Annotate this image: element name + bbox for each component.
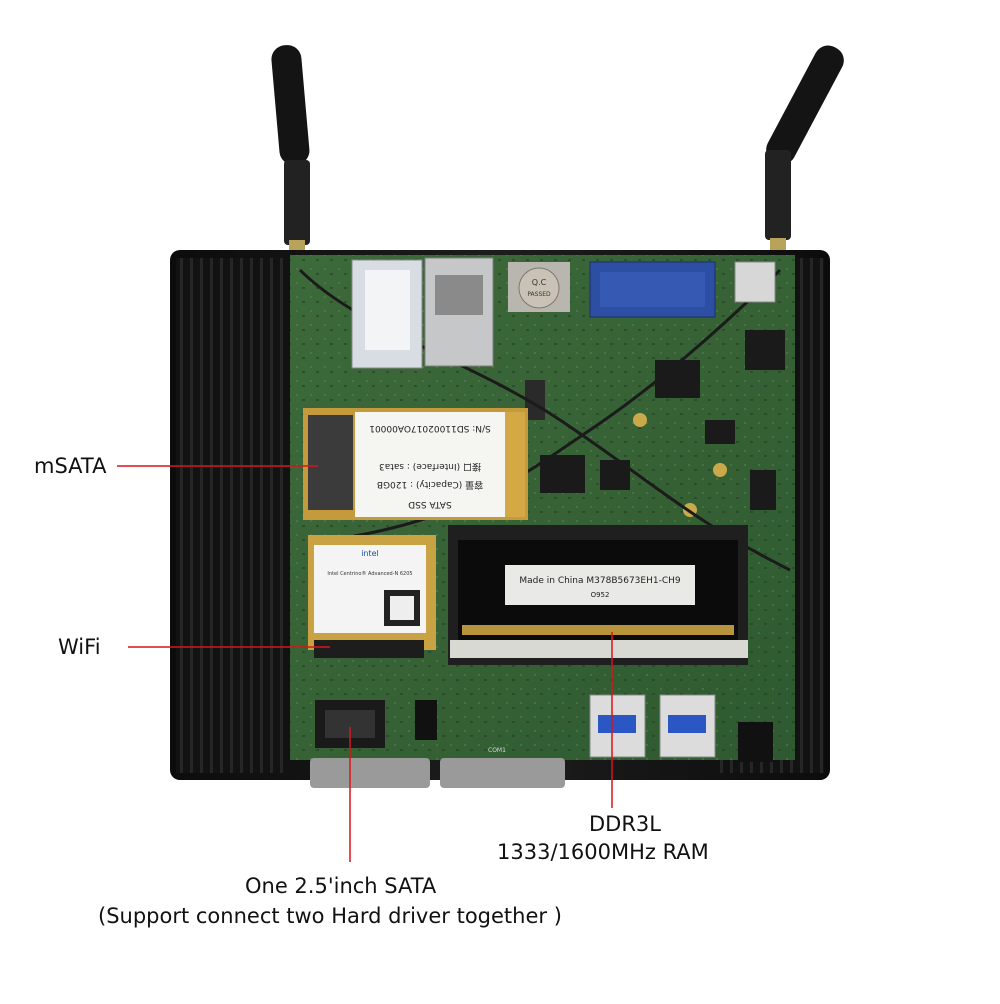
- antenna-right: [765, 45, 844, 268]
- ssd-serial-text: S/N: SD11002017OA00001: [369, 423, 491, 433]
- ram-label-text: Made in China M378B5673EH1-CH9: [519, 576, 681, 586]
- ram-callout-label-line1: DDR3L: [589, 812, 661, 836]
- com-port-text: COM1: [488, 747, 506, 754]
- wifi-model-text: Intel Centrino® Advanced-N 6205: [327, 570, 412, 577]
- ssd-type-text: SATA SSD: [408, 499, 452, 509]
- ssd-interface-text: 接口 (Interface) : sata3: [379, 461, 481, 473]
- qc-sticker-text: Q.C: [532, 278, 547, 287]
- wifi-brand-text: intel: [361, 549, 379, 558]
- callout-lines: [117, 465, 613, 862]
- qc-sticker-subtext: PASSED: [527, 291, 551, 298]
- msata-ssd: S/N: SD11002017OA00001 接口 (Interface) : …: [303, 408, 528, 520]
- wifi-card: intel Intel Centrino® Advanced-N 6205: [308, 535, 436, 658]
- bottom-ports: COM1: [310, 694, 773, 788]
- ram-callout-label-line2: 1333/1600MHz RAM: [497, 840, 709, 864]
- sata-callout-label-line1: One 2.5'inch SATA: [245, 874, 437, 898]
- antenna-left: [271, 45, 310, 270]
- ram-code-text: O952: [591, 591, 610, 599]
- msata-callout-label: mSATA: [34, 454, 107, 478]
- wifi-callout-label: WiFi: [58, 635, 101, 659]
- ram-module: Made in China M378B5673EH1-CH9 O952: [448, 525, 748, 665]
- sata-callout-label-line2: (Support connect two Hard driver togethe…: [98, 904, 562, 928]
- top-ports: Q.C PASSED: [351, 257, 776, 369]
- ssd-capacity-text: 容量 (Capacity) : 120GB: [377, 479, 483, 491]
